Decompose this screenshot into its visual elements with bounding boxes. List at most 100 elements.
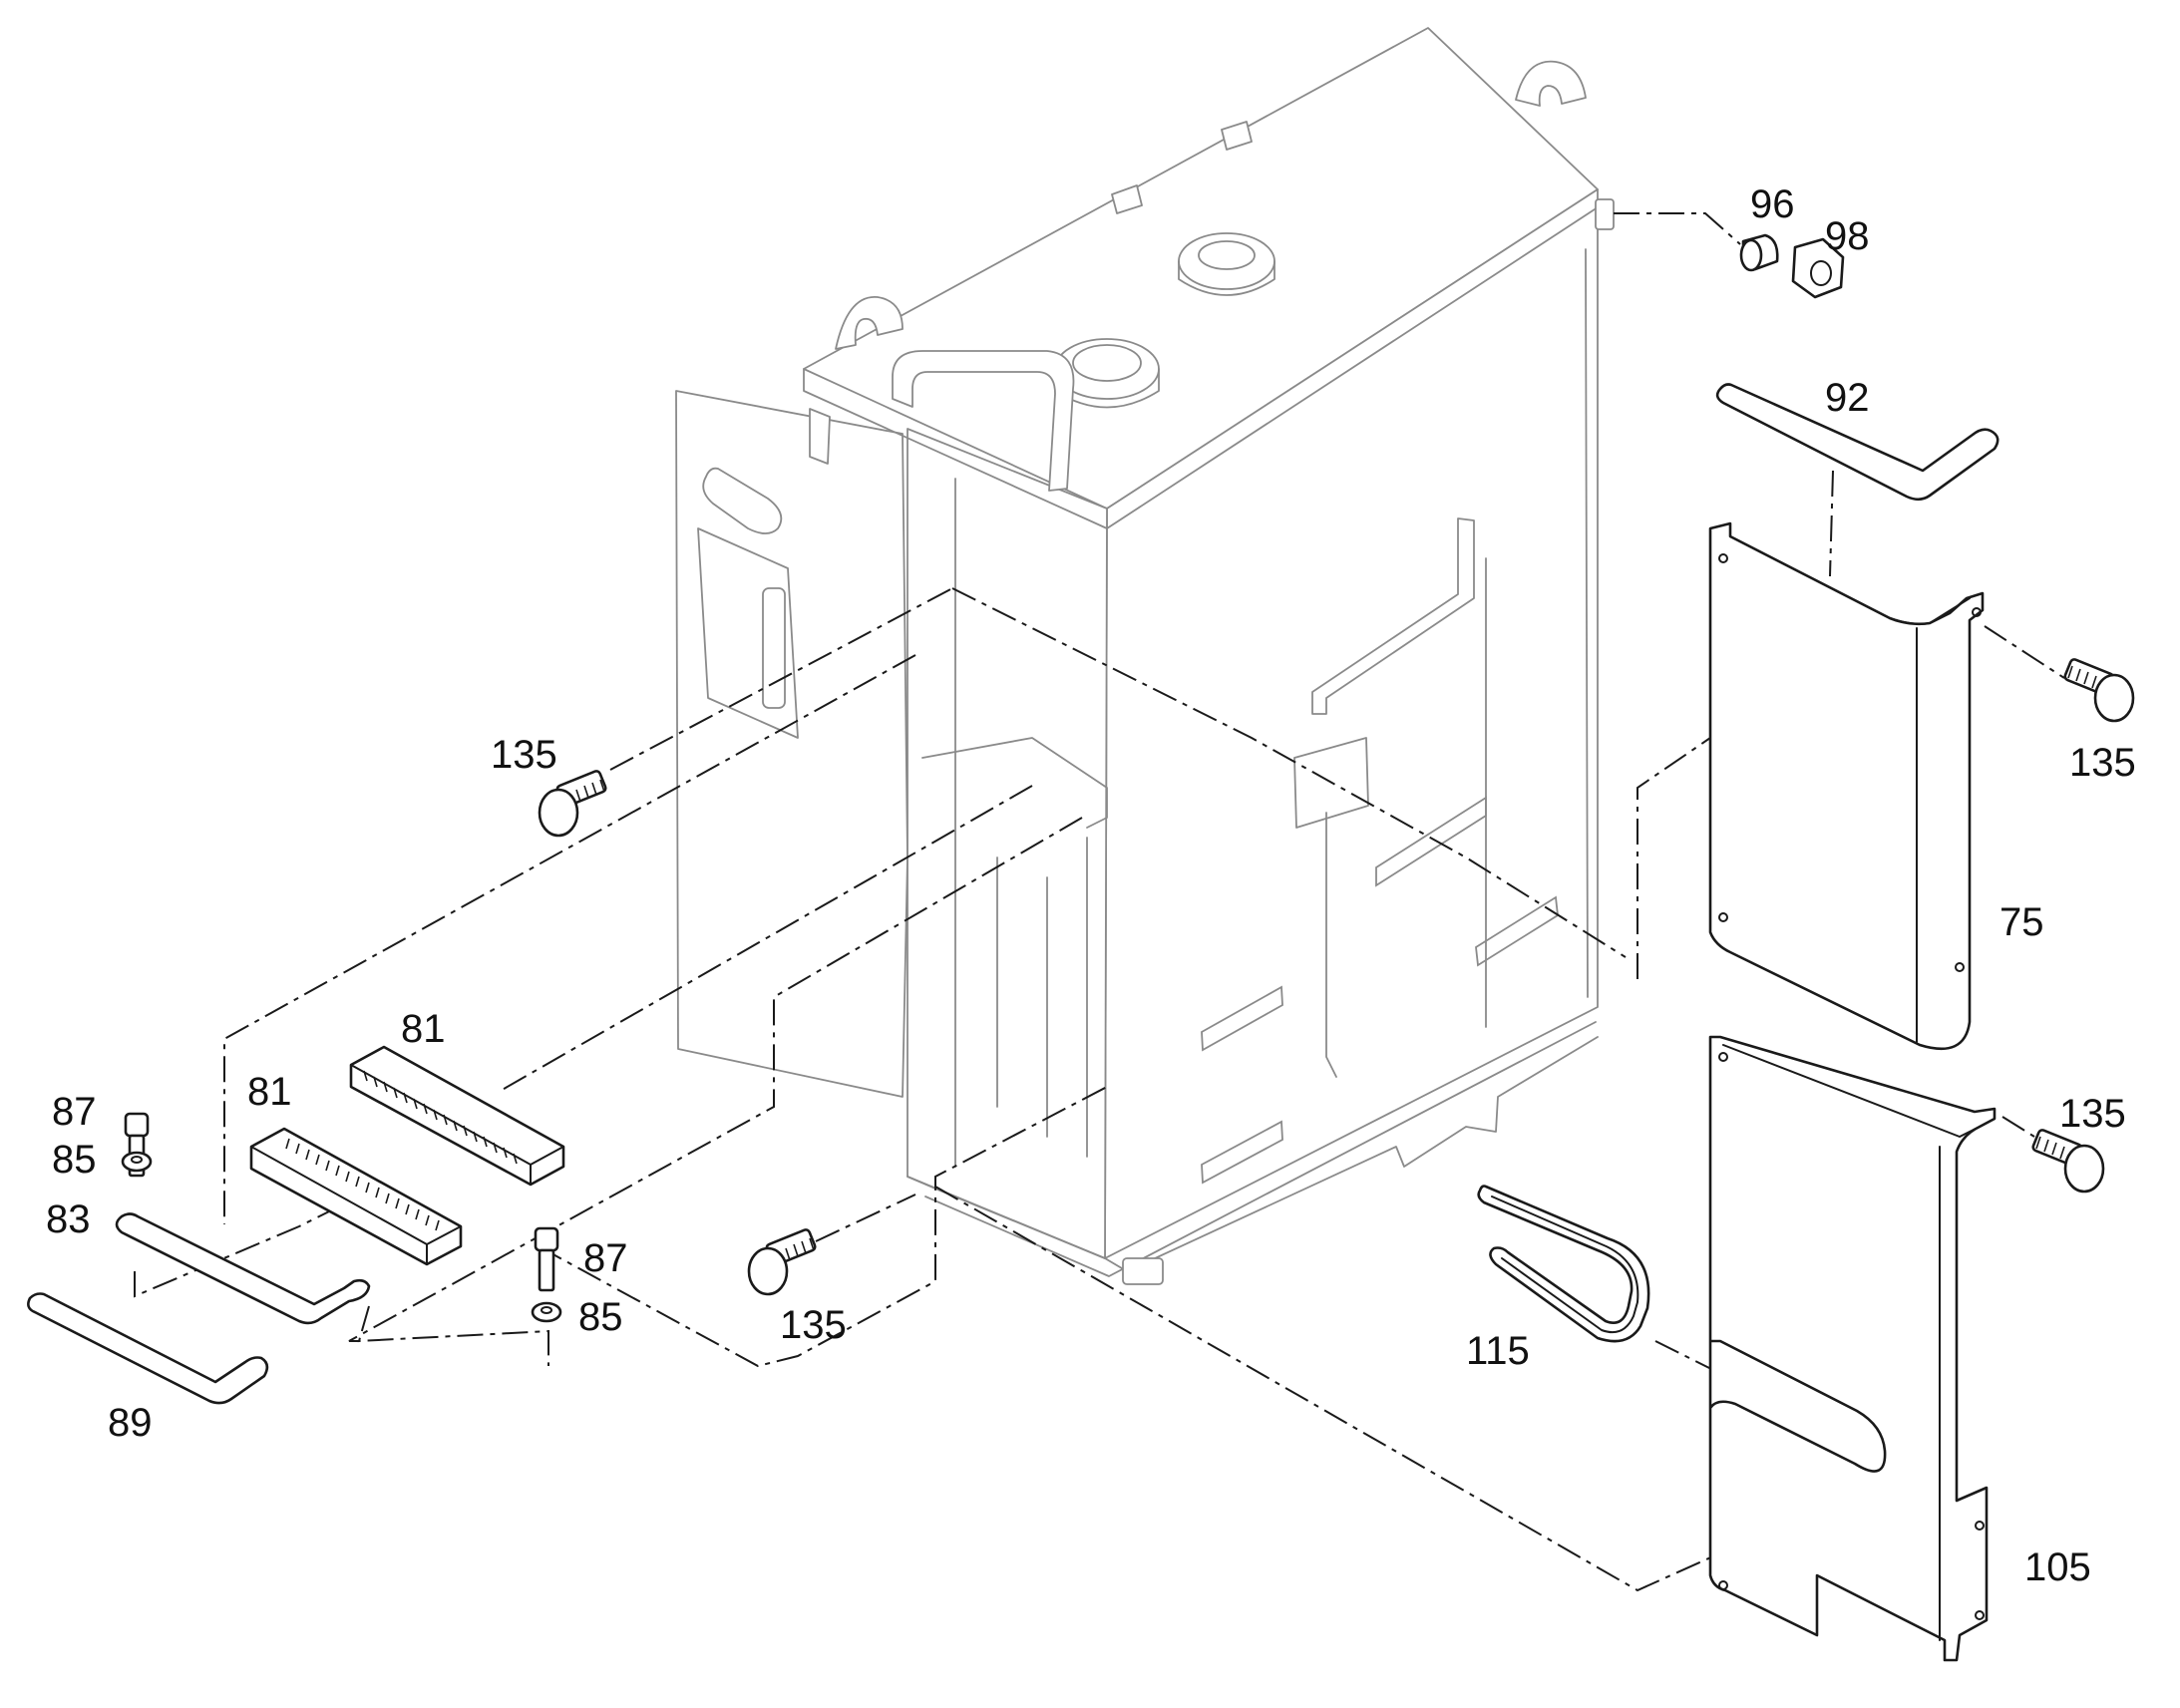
bolt-right-upper-head — [2093, 673, 2135, 723]
seal-inner — [1491, 1196, 1639, 1334]
callout-85-lower: 85 — [578, 1295, 623, 1339]
part-85-washer-upper — [121, 1151, 153, 1173]
tank-handle — [892, 350, 1075, 492]
upper-cover-body — [1708, 521, 1985, 1051]
callout-81-lower: 81 — [247, 1070, 292, 1114]
nut-hole — [1810, 260, 1832, 286]
lifting-eye-right — [1515, 60, 1587, 107]
callout-87-lower: 87 — [583, 1236, 628, 1280]
filler-flange-inner — [1198, 240, 1256, 270]
leader-tank-83 — [223, 654, 916, 1224]
callout-81-upper: 81 — [401, 1007, 446, 1051]
lower-cover-hole-1 — [1718, 1052, 1728, 1062]
callout-135-right-upper: 135 — [2069, 741, 2136, 785]
part-96-plug — [1739, 233, 1779, 272]
tank-rear-panel — [675, 390, 908, 1098]
part-83-bracket — [115, 1212, 371, 1325]
upper-cover-fold — [1729, 535, 1971, 625]
bolt-left-thread — [575, 779, 605, 803]
filler-flange-side — [1178, 260, 1275, 296]
tank-assembly — [675, 27, 1615, 1285]
rear-panel-clip — [809, 408, 831, 465]
leader-135-right-lower — [2001, 1116, 2035, 1138]
part-135-bolt-mid — [747, 1228, 817, 1296]
part-87-screw-lower — [534, 1226, 559, 1292]
filter-lower-pleats — [285, 1138, 440, 1231]
callout-135-left: 135 — [491, 733, 557, 777]
callout-89: 89 — [108, 1401, 153, 1445]
rear-panel-bracket — [762, 587, 786, 709]
lifting-eye-left — [835, 296, 904, 350]
callout-92: 92 — [1825, 376, 1870, 420]
washer-upper-hole — [131, 1156, 143, 1164]
part-75-upper-cover — [1708, 521, 1985, 1051]
bolt-left-head — [538, 788, 579, 838]
part-85-washer-lower — [531, 1301, 562, 1323]
nut-hex — [1791, 237, 1845, 299]
rear-panel-oval-slot — [702, 467, 783, 534]
tank-bottom-edge — [924, 1021, 1597, 1277]
part-135-bolt-right-lower — [2031, 1129, 2105, 1194]
screw-lower-shank — [538, 1248, 555, 1292]
lower-cover-fold — [1722, 1044, 1981, 1138]
filler-neck-inner — [1072, 344, 1142, 382]
right-face-strip-4 — [1201, 1120, 1283, 1185]
lower-cover-body — [1708, 1035, 1997, 1662]
upper-cover-hole-4 — [1972, 607, 1982, 617]
seal-outer — [1477, 1185, 1650, 1343]
rear-panel-window — [697, 527, 799, 739]
lower-cover-hole-2 — [1718, 1580, 1728, 1590]
part-115-seal — [1477, 1185, 1650, 1343]
bolt-mid-thread — [785, 1237, 815, 1261]
leader-105 — [934, 1186, 1716, 1592]
leader-96 — [1614, 212, 1741, 245]
leader-tank-81b — [348, 817, 1083, 1342]
leader-135-mid — [815, 1194, 916, 1242]
upper-cover-hole-1 — [1718, 553, 1728, 563]
tank-front-face — [907, 428, 1108, 1259]
callout-105: 105 — [2024, 1545, 2091, 1589]
callout-labels: 96 98 92 135 75 135 81 81 87 85 83 87 85… — [46, 182, 2136, 1589]
right-face-strip-3 — [1201, 985, 1283, 1052]
breather-port — [1595, 198, 1615, 230]
tank-foot — [1122, 1257, 1164, 1285]
callout-87-upper: 87 — [52, 1090, 97, 1134]
front-opening — [921, 737, 1108, 829]
right-face-rib-1 — [1325, 812, 1337, 1078]
part-81-filter-lower — [249, 1127, 463, 1266]
part-135-bolt-right-upper — [2063, 658, 2135, 723]
part-81-filter-upper — [349, 1045, 565, 1187]
part-135-bolt-left — [538, 770, 607, 838]
callout-96: 96 — [1750, 182, 1795, 226]
leader-135-right-upper — [1984, 625, 2065, 679]
bolt-mid-head — [747, 1246, 789, 1296]
part-105-lower-cover — [1708, 1035, 1997, 1662]
callout-135-right-lower: 135 — [2059, 1092, 2126, 1136]
filter-upper-pleats — [363, 1070, 518, 1165]
callout-98: 98 — [1825, 214, 1870, 258]
tank-bottom-flange — [907, 1036, 1599, 1272]
part-89-rod — [27, 1292, 269, 1405]
screw-upper-head — [124, 1112, 150, 1138]
part-98-nut — [1791, 237, 1845, 299]
leader-75 — [1636, 737, 1711, 979]
bolt-right-lower-thread — [2035, 1136, 2065, 1160]
upper-cover-hole-2 — [1718, 912, 1728, 922]
lower-cover-hole-3 — [1975, 1521, 1985, 1531]
right-face-rib-3 — [1585, 248, 1589, 998]
leader-lines — [134, 212, 2065, 1592]
leader-87b — [538, 1086, 1108, 1368]
leader-tank-81a — [498, 785, 1033, 1093]
leader-tank-diag-1 — [951, 587, 1627, 958]
filter-lower-body — [249, 1127, 463, 1266]
callout-75: 75 — [1999, 900, 2044, 944]
screw-lower-head — [534, 1226, 559, 1252]
washer-lower-hole — [541, 1306, 552, 1314]
callout-135-mid: 135 — [780, 1303, 847, 1347]
upper-cover-hole-3 — [1955, 962, 1965, 972]
leader-135-left — [609, 587, 953, 771]
filter-upper-body — [349, 1045, 565, 1187]
tank-top-edge — [803, 206, 1599, 529]
callout-85-upper: 85 — [52, 1138, 97, 1182]
